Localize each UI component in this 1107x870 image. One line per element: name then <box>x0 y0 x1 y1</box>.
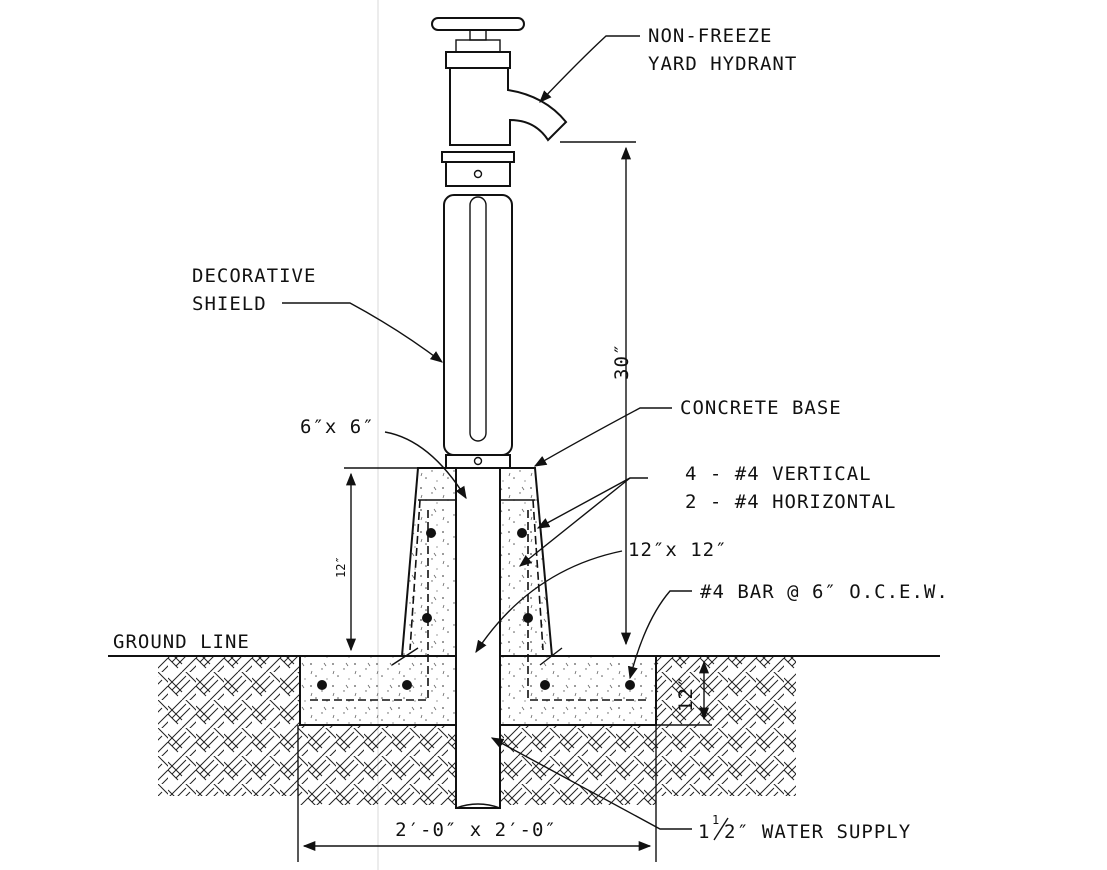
bar-spacing-label: #4 BAR @ 6″ O.C.E.W. <box>700 581 949 603</box>
dimension-footing-depth-label: 12″ <box>675 675 697 712</box>
soil-hatch <box>158 656 796 805</box>
mid-size-label: 12″x 12″ <box>628 539 728 561</box>
hydrant-label-line2: YARD HYDRANT <box>648 53 797 75</box>
ground-line-label: GROUND LINE <box>113 631 250 653</box>
decorative-shield <box>441 151 515 469</box>
water-supply-whole: 1 <box>698 821 710 843</box>
leader-lines <box>282 35 692 830</box>
water-supply-fraction-num: 1 <box>712 813 719 827</box>
dimension-footing-width-label: 2′-0″ x 2′-0″ <box>395 819 557 841</box>
water-supply-fraction-den: 2 <box>724 821 736 843</box>
concrete-base-label: CONCRETE BASE <box>680 397 842 419</box>
water-supply-text: ″ WATER SUPPLY <box>737 821 911 843</box>
shield-label-line1: DECORATIVE <box>192 265 316 287</box>
dimension-pedestal: 12″ <box>334 467 418 652</box>
shield-label-line2: SHIELD <box>192 293 267 315</box>
dimension-footing-width: 2′-0″ x 2′-0″ <box>297 725 657 862</box>
dimension-30-label: 30″ <box>611 343 633 380</box>
top-size-label: 6″x 6″ <box>300 416 375 438</box>
hydrant-label-line1: NON-FREEZE <box>648 25 772 47</box>
yard-hydrant-head <box>431 17 568 146</box>
dimension-30: 30″ <box>560 141 636 646</box>
dimension-footing-depth: 12″ <box>656 660 712 726</box>
dimension-pedestal-label: 12″ <box>334 556 348 578</box>
horizontal-bars-label: 2 - #4 HORIZONTAL <box>685 491 896 513</box>
water-supply-label: 1 1 2 ″ WATER SUPPLY <box>698 813 911 843</box>
vertical-bars-label: 4 - #4 VERTICAL <box>685 463 872 485</box>
water-supply-pipe <box>455 467 501 809</box>
